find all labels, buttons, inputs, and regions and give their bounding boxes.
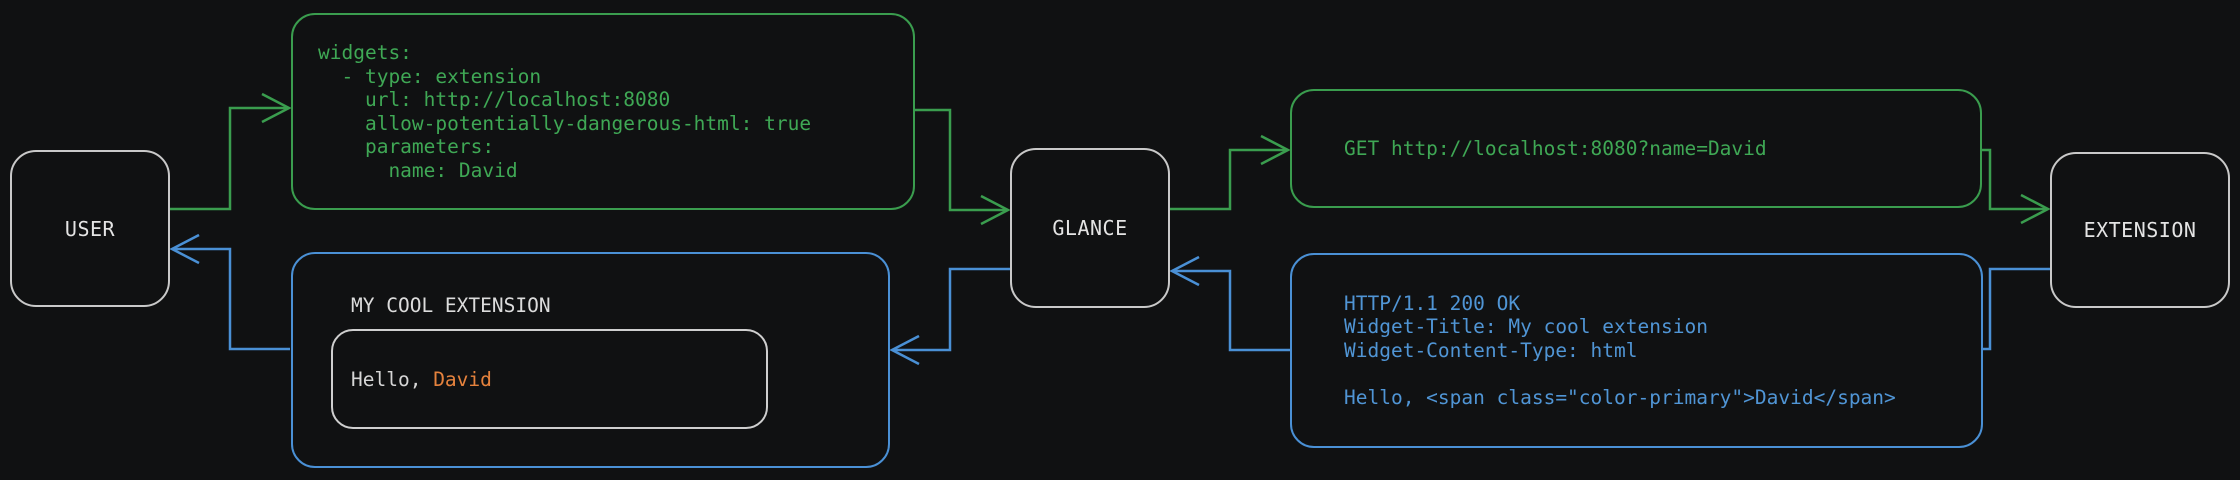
- greeting-name: David: [433, 367, 492, 391]
- connector-glance-to-widget: [892, 267, 1010, 352]
- config-code-block: widgets: - type: extension url: http://l…: [291, 13, 915, 210]
- response-line: [1344, 362, 1981, 386]
- connector-widget-to-user: [172, 247, 290, 351]
- connector-response-to-glance: [1172, 269, 1290, 352]
- widget-preview-card: MY COOL EXTENSION Hello, David: [291, 252, 890, 468]
- response-line: Hello, <span class="color-primary">David…: [1344, 385, 1896, 409]
- arrowhead-into-glance-right: [1169, 255, 1200, 287]
- arrowhead-into-config: [261, 92, 292, 124]
- connector-config-to-glance: [890, 108, 1008, 212]
- arrowhead-into-widget: [889, 334, 920, 366]
- config-line: parameters:: [318, 135, 495, 158]
- config-line: - type: extension: [318, 64, 542, 88]
- config-line: allow-potentially-dangerous-html: true: [318, 111, 812, 135]
- node-glance-label: GLANCE: [1052, 216, 1128, 240]
- arrowhead-into-extension: [2020, 193, 2051, 225]
- config-line: url: http://localhost:8080: [318, 88, 671, 111]
- arrowhead-into-user: [169, 233, 200, 265]
- node-extension-label: EXTENSION: [2083, 218, 2197, 242]
- response-line: Widget-Content-Type: html: [1344, 338, 1638, 362]
- response-line: HTTP/1.1 200 OK: [1344, 291, 1521, 315]
- widget-greeting-box: Hello, David: [331, 329, 768, 429]
- greeting-prefix: Hello,: [351, 367, 434, 391]
- arrowhead-into-glance-left: [980, 194, 1011, 226]
- node-user-label: USER: [64, 216, 116, 241]
- response-code-block: HTTP/1.1 200 OK Widget-Title: My cool ex…: [1290, 253, 1983, 448]
- node-glance: GLANCE: [1010, 148, 1170, 308]
- config-line: name: David: [318, 158, 518, 182]
- node-user: USER: [10, 150, 170, 307]
- response-line: Widget-Title: My cool extension: [1344, 315, 1708, 339]
- config-line: widgets:: [318, 41, 412, 64]
- connector-user-to-config: [170, 106, 289, 211]
- request-line: GET http://localhost:8080?name=David: [1344, 136, 1767, 160]
- connector-glance-to-request: [1170, 148, 1288, 211]
- widget-preview-title: MY COOL EXTENSION: [351, 294, 551, 317]
- request-code-block: GET http://localhost:8080?name=David: [1290, 89, 1982, 208]
- node-extension: EXTENSION: [2050, 152, 2230, 308]
- arrowhead-into-request: [1260, 134, 1291, 166]
